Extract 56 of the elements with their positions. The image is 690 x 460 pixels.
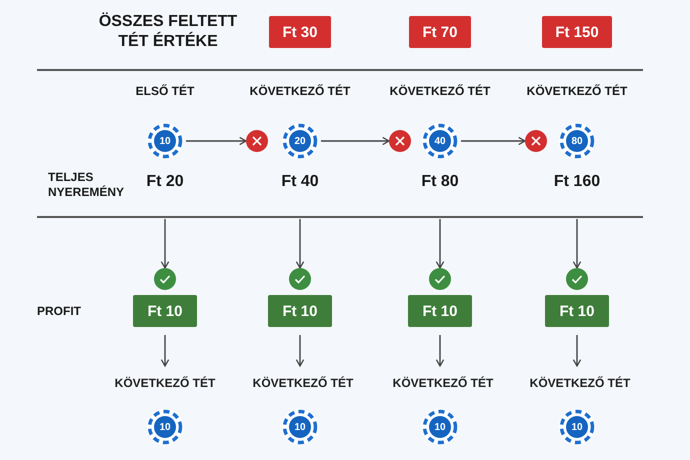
lose-icon	[525, 130, 547, 152]
arrow	[572, 335, 582, 367]
chip-value: 10	[434, 422, 446, 432]
amount-box: Ft 10	[133, 295, 197, 327]
arrow	[572, 219, 582, 269]
lose-icon	[389, 130, 411, 152]
chip-value: 40	[434, 136, 446, 146]
arrow	[296, 335, 304, 367]
poker-chip	[281, 408, 319, 446]
win-icon	[429, 268, 451, 290]
step-heading: KÖVETKEZŐ TÉT	[243, 374, 363, 392]
chip-value: 10	[159, 136, 171, 146]
amount-box: Ft 30	[269, 16, 331, 48]
chip-value: 20	[294, 136, 306, 146]
chip-value: 80	[571, 136, 583, 146]
bet-heading: KÖVETKEZŐ TÉT	[390, 84, 490, 98]
poker-chip	[558, 122, 596, 160]
arrow	[160, 335, 170, 367]
win-icon	[566, 268, 588, 290]
win-icon	[154, 268, 176, 290]
amount-box: Ft 10	[545, 295, 609, 327]
arrow	[186, 136, 247, 146]
chip-value: 10	[294, 422, 306, 432]
lose-icon	[246, 130, 268, 152]
total-win-amount: Ft 80	[421, 173, 459, 191]
chip-value: 10	[571, 422, 583, 432]
amount-box: Ft 70	[409, 16, 471, 48]
poker-chip	[421, 408, 459, 446]
arrow	[160, 219, 170, 269]
poker-chip	[146, 408, 184, 446]
poker-chip	[558, 408, 596, 446]
bet-heading: ELSŐ TÉT	[136, 84, 194, 98]
row-label: TELJES NYEREMÉNY	[48, 170, 126, 200]
amount-box: Ft 10	[268, 295, 332, 327]
poker-chip	[281, 122, 319, 160]
amount-box: Ft 150	[542, 16, 612, 48]
row-label: PROFIT	[37, 304, 82, 319]
total-win-amount: Ft 160	[554, 173, 600, 191]
win-icon	[289, 268, 311, 290]
step-heading: KÖVETKEZŐ TÉT	[520, 374, 640, 392]
chip-value: 10	[159, 422, 171, 432]
poker-chip	[421, 122, 459, 160]
arrow	[321, 136, 390, 146]
step-heading: KÖVETKEZŐ TÉT	[105, 374, 225, 392]
poker-chip	[146, 122, 184, 160]
total-win-amount: Ft 20	[146, 173, 184, 191]
arrow	[296, 219, 304, 269]
total-win-amount: Ft 40	[281, 173, 319, 191]
amount-box: Ft 10	[408, 295, 472, 327]
arrow	[436, 335, 444, 367]
step-heading: KÖVETKEZŐ TÉT	[383, 374, 503, 392]
arrow	[461, 136, 526, 146]
arrow	[436, 219, 444, 269]
bet-heading: KÖVETKEZŐ TÉT	[250, 84, 350, 98]
row-label: ÖSSZES FELTETT TÉT ÉRTÉKE	[98, 12, 238, 52]
bet-heading: KÖVETKEZŐ TÉT	[526, 84, 628, 98]
